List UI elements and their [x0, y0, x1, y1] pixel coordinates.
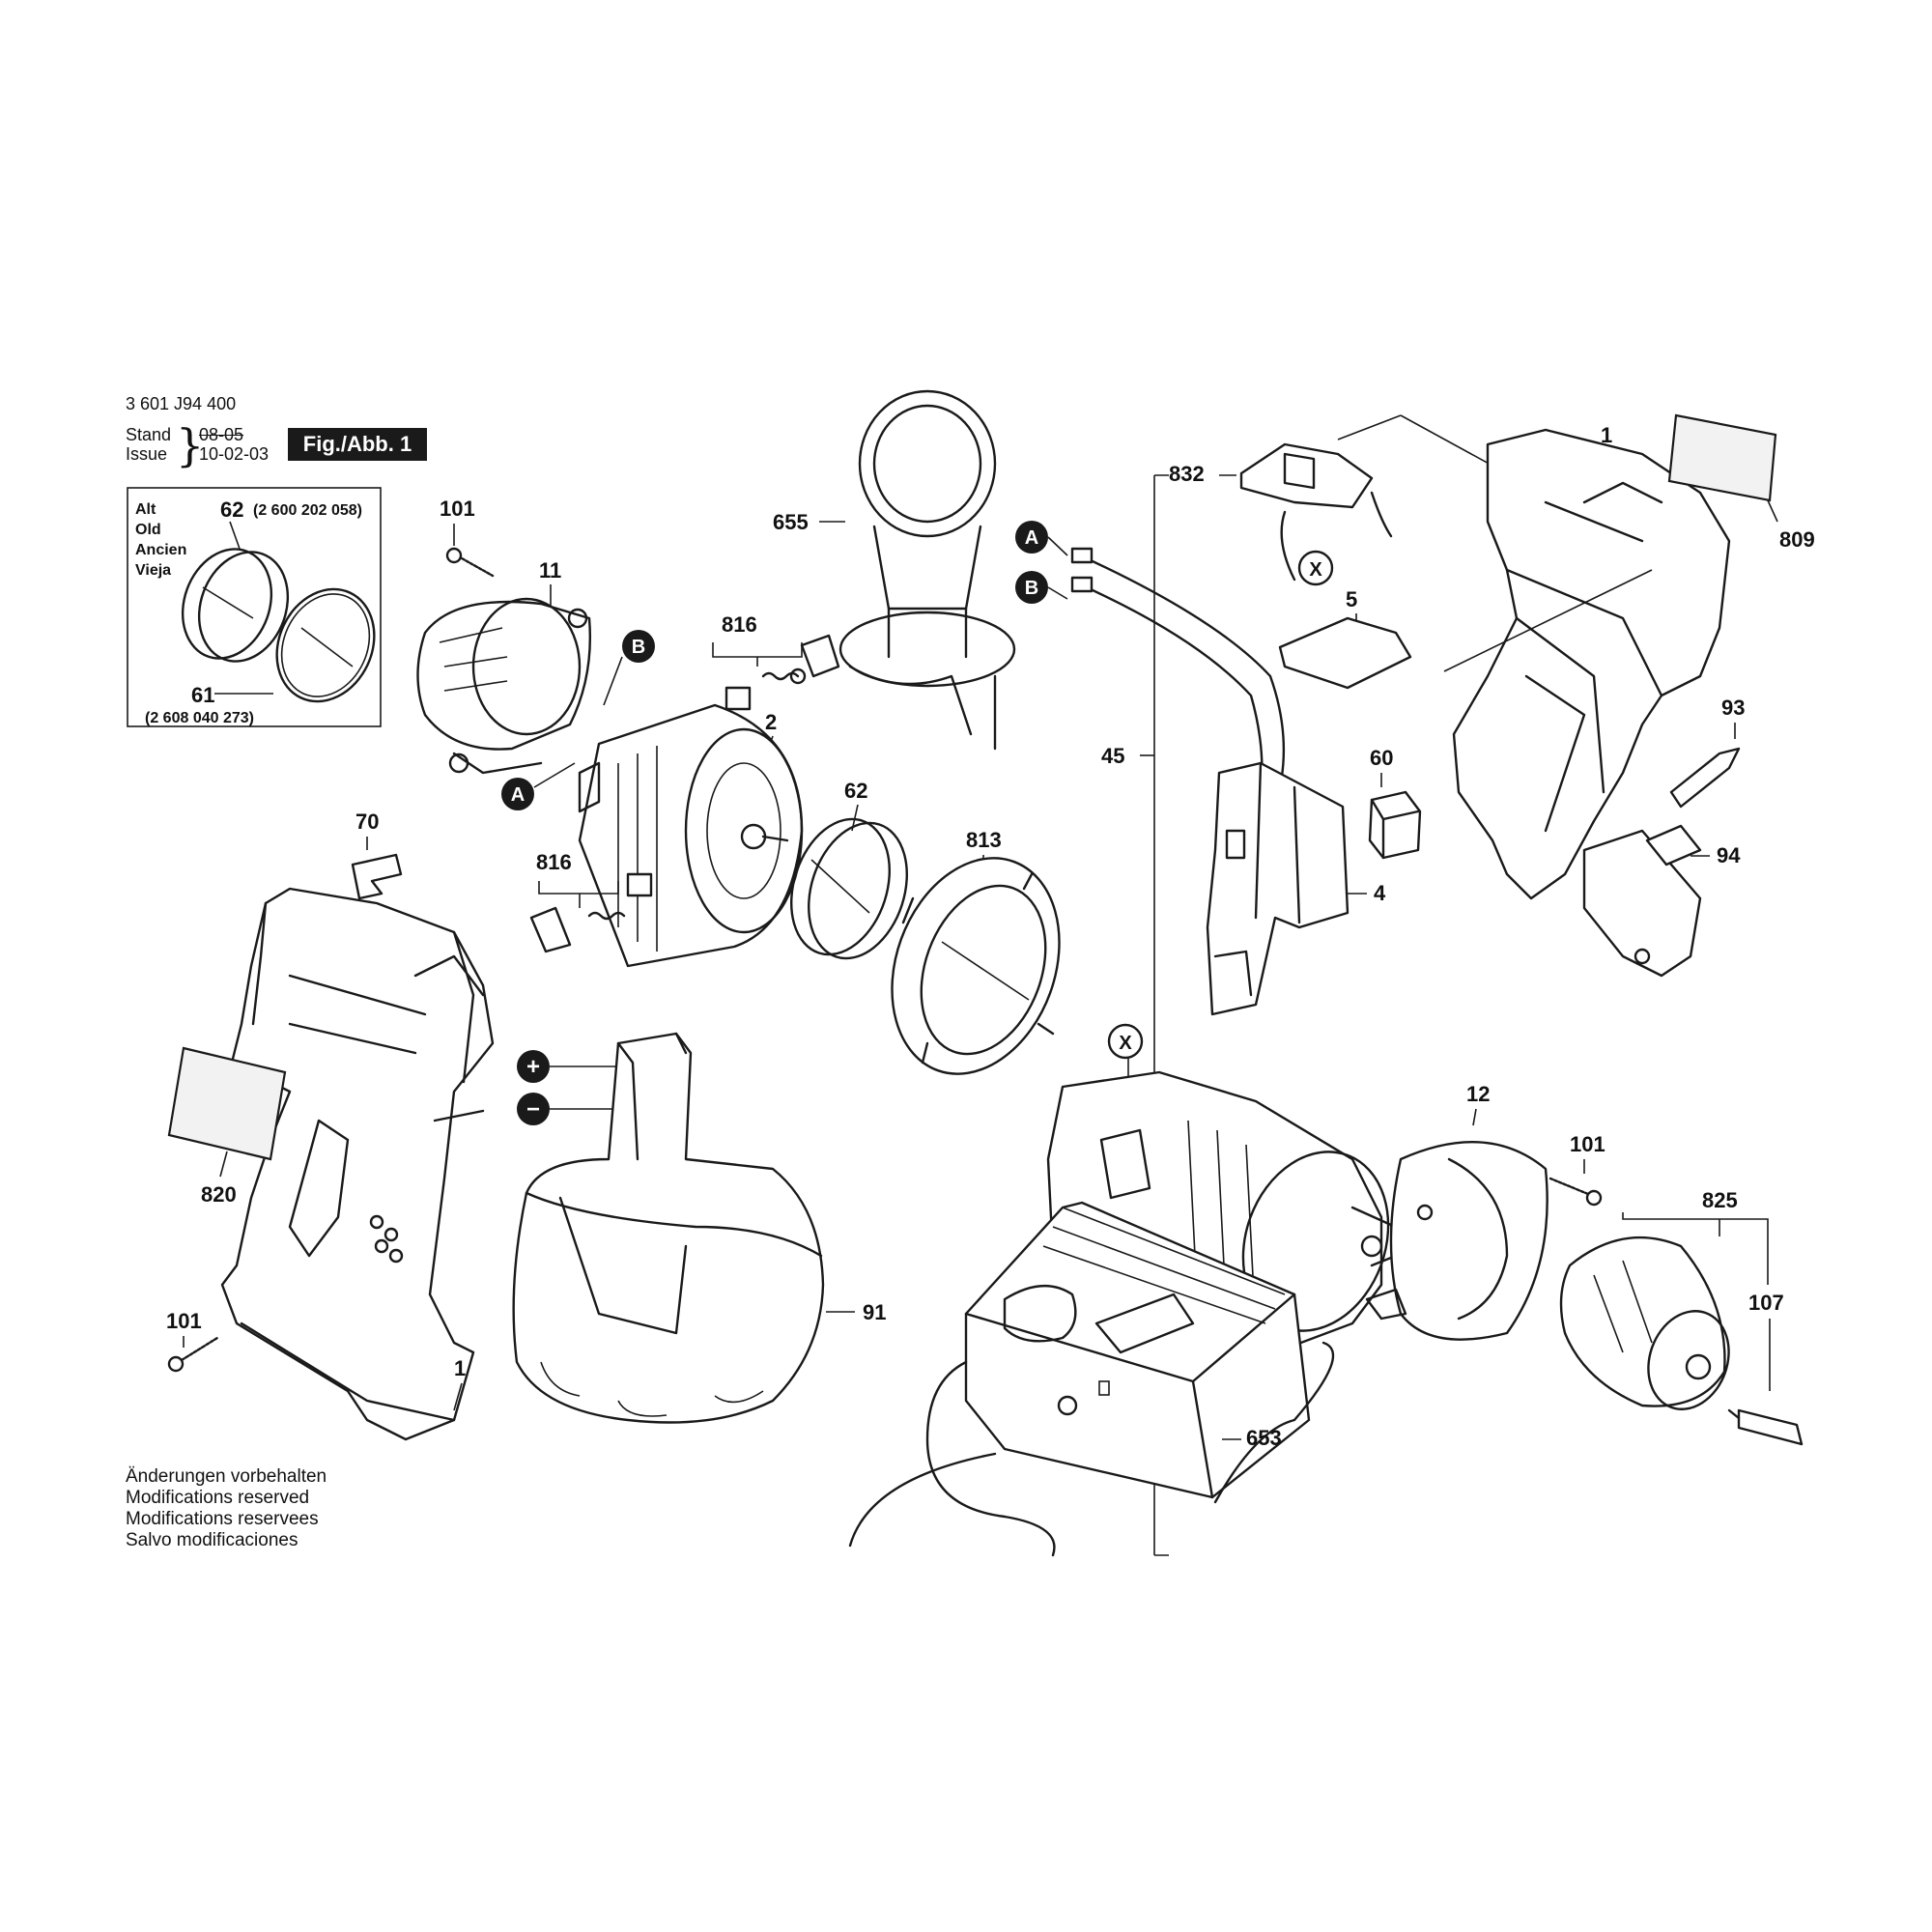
marker-plus: +	[526, 1054, 540, 1080]
brace-glyph: }	[176, 419, 205, 471]
notice-line-en: Modifications reserved	[126, 1488, 310, 1508]
issue-label: Issue	[126, 444, 168, 464]
callout-62: 62	[844, 779, 867, 803]
screw-101-top	[445, 547, 495, 578]
old-label-de: Alt	[135, 501, 156, 518]
stand-date: 08-05	[199, 425, 244, 444]
marker-x-top: X	[1309, 559, 1322, 581]
callout-4: 4	[1374, 881, 1386, 905]
charger-653	[848, 1201, 1335, 1557]
battery-pack-91	[512, 1032, 825, 1424]
old-item-62: 62	[220, 497, 243, 522]
stand-label: Stand	[126, 425, 172, 444]
callout-1-left: 1	[454, 1356, 466, 1380]
marker-x-gearbox: X	[1119, 1033, 1132, 1054]
callout-653: 653	[1246, 1426, 1282, 1450]
notice-line-es: Salvo modificaciones	[126, 1530, 298, 1550]
auxiliary-handle-655	[838, 389, 1016, 751]
screw-101-right	[1548, 1177, 1603, 1207]
callout-91: 91	[863, 1300, 886, 1324]
callout-825: 825	[1702, 1188, 1738, 1212]
callout-813: 813	[966, 828, 1002, 852]
housing-half-left-1	[220, 887, 495, 1441]
figure-label: Fig./Abb. 1	[288, 428, 427, 461]
bit-holder-94	[1645, 824, 1702, 867]
drawing-number: 3 601 J94 400	[126, 394, 237, 413]
callout-60: 60	[1370, 746, 1393, 770]
callout-94: 94	[1717, 843, 1741, 867]
callout-832: 832	[1169, 462, 1205, 486]
callout-101-top: 101	[440, 497, 475, 521]
band-ring-62-old	[181, 548, 290, 663]
notice-line-fr: Modifications reservees	[126, 1509, 319, 1529]
callout-809: 809	[1779, 527, 1815, 552]
callout-11: 11	[539, 558, 561, 582]
notice-line-de: Änderungen vorbehalten	[126, 1466, 327, 1487]
marker-b-center: B	[1025, 578, 1038, 599]
rating-label-820	[167, 1046, 287, 1161]
old-item-62-number: (2 600 202 058)	[253, 502, 362, 519]
old-item-61: 61	[191, 683, 214, 707]
callout-45: 45	[1101, 744, 1124, 768]
callout-93: 93	[1721, 696, 1745, 720]
old-item-61-number: (2 608 040 273)	[145, 710, 254, 726]
callout-2: 2	[765, 710, 777, 734]
callout-107: 107	[1748, 1291, 1784, 1315]
band-ring-62	[790, 817, 908, 960]
old-label-fr: Ancien	[135, 542, 186, 558]
callout-12: 12	[1466, 1082, 1490, 1106]
issue-date: 10-02-03	[199, 444, 270, 464]
ring-gear-813	[891, 857, 1061, 1075]
callout-101-right: 101	[1570, 1132, 1605, 1156]
marker-a-left: A	[511, 784, 525, 806]
old-label-es: Vieja	[135, 562, 171, 579]
old-label-en: Old	[135, 522, 161, 538]
housing-half-right-1	[1452, 428, 1731, 978]
screw-101-left	[167, 1336, 219, 1373]
marker-a-center: A	[1025, 527, 1038, 549]
circlip-61-old	[275, 587, 376, 703]
marker-b-left: B	[632, 637, 645, 658]
callout-816-top: 816	[722, 612, 757, 637]
slide-plate-5	[1278, 616, 1412, 690]
modifications-notice: Änderungen vorbehalten Modifications res…	[126, 1466, 327, 1551]
callout-101-left: 101	[166, 1309, 202, 1333]
callout-1-right: 1	[1601, 423, 1612, 447]
callout-816-bottom: 816	[536, 850, 572, 874]
callout-820: 820	[201, 1182, 237, 1207]
marker-minus: −	[526, 1096, 540, 1122]
gear-cover-12	[1365, 1141, 1548, 1341]
keyless-chuck-825	[1559, 1236, 1730, 1410]
callout-70: 70	[355, 810, 379, 834]
left-hand-screw-107	[1727, 1408, 1804, 1446]
callout-655: 655	[773, 510, 809, 534]
capacitor-60	[1368, 790, 1422, 860]
carbon-brushes-816-bottom	[529, 872, 653, 953]
switch-cover-832	[1239, 442, 1393, 582]
old-parts-box: Alt Old Ancien Vieja 62 (2 600 202 058) …	[127, 487, 382, 727]
screwdriver-bit-93	[1669, 747, 1741, 809]
rating-label-809	[1667, 413, 1777, 502]
clip-70	[351, 853, 403, 900]
brush-holder-housing-11	[416, 597, 592, 775]
callout-5: 5	[1346, 587, 1357, 611]
carbon-brushes-816-top	[724, 634, 840, 711]
motor-2	[578, 703, 804, 968]
switch-4	[1206, 761, 1350, 1016]
